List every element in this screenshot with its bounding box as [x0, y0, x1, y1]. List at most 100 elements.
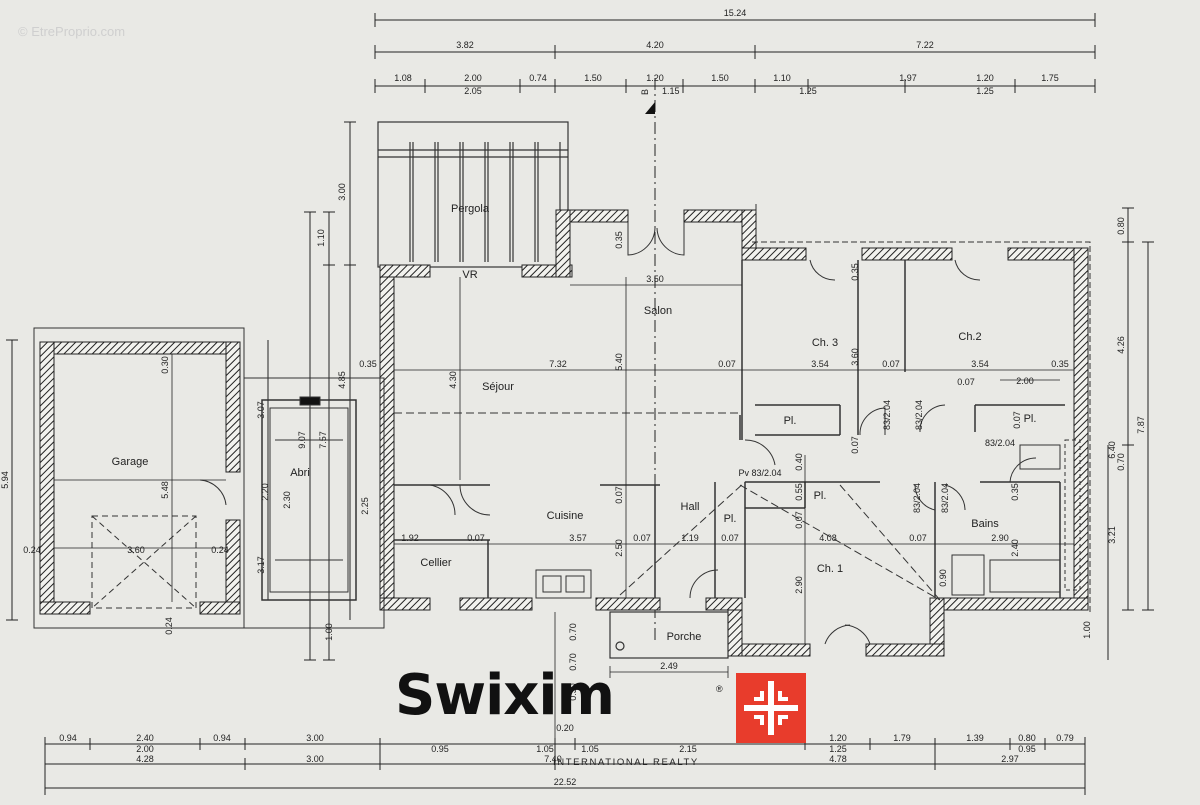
- dim-right-lower: 3.21: [1107, 526, 1117, 544]
- garage: [33, 327, 245, 629]
- svg-text:0.07: 0.07: [882, 359, 900, 369]
- room-label-porche: Porche: [667, 631, 702, 643]
- door-swings: [429, 222, 1037, 645]
- svg-text:0.95: 0.95: [431, 744, 449, 754]
- svg-text:0.35: 0.35: [614, 231, 624, 249]
- house-walls: [379, 209, 1089, 657]
- svg-text:0.30: 0.30: [160, 356, 170, 374]
- svg-text:0.94: 0.94: [59, 733, 77, 743]
- svg-text:83/2.04: 83/2.04: [882, 400, 892, 430]
- svg-text:3.57: 3.57: [569, 533, 587, 543]
- dim-top-3h: 1.97: [899, 73, 917, 83]
- svg-text:0.55: 0.55: [794, 483, 804, 501]
- svg-text:83/2.04: 83/2.04: [912, 483, 922, 513]
- dim-right-upper: 4.26: [1116, 336, 1126, 354]
- room-label-sejour: Séjour: [482, 381, 514, 393]
- svg-text:3.00: 3.00: [306, 733, 324, 743]
- svg-text:1.05: 1.05: [581, 744, 599, 754]
- svg-text:7.32: 7.32: [549, 359, 567, 369]
- watermark: © EtreProprio.com: [18, 24, 126, 39]
- dim-top-2c: 7.22: [916, 40, 934, 50]
- svg-text:0.95: 0.95: [1018, 744, 1036, 754]
- overall-width-top: 15.24: [724, 8, 747, 18]
- room-label-hall: Hall: [681, 501, 700, 513]
- svg-text:Pv 83/2.04: Pv 83/2.04: [738, 468, 781, 478]
- svg-text:0.07: 0.07: [850, 436, 860, 454]
- dim-pergola-depth: 3.00: [337, 183, 347, 201]
- room-label-pl-1: Pl.: [784, 415, 797, 427]
- svg-text:83/2.04: 83/2.04: [985, 438, 1015, 448]
- svg-text:5.40: 5.40: [614, 353, 624, 371]
- room-label-cuisine: Cuisine: [547, 510, 584, 522]
- svg-text:0.24: 0.24: [164, 617, 174, 635]
- svg-text:0.24: 0.24: [211, 545, 229, 555]
- svg-text:2.15: 2.15: [679, 744, 697, 754]
- svg-text:2.90: 2.90: [991, 533, 1009, 543]
- bottom-dimension-lines: [44, 737, 1086, 795]
- svg-text:1.25: 1.25: [829, 744, 847, 754]
- roof-outline: [752, 241, 1091, 612]
- svg-text:4.28: 4.28: [136, 754, 154, 764]
- dim-top-3c: 0.74: [529, 73, 547, 83]
- svg-text:5.48: 5.48: [160, 481, 170, 499]
- dim-top-3m: 1.25: [976, 86, 994, 96]
- section-marker: B 1.15: [640, 78, 680, 640]
- dim-garage-total: 5.94: [0, 471, 10, 489]
- dim-top-2b: 4.20: [646, 40, 664, 50]
- svg-text:7.57: 7.57: [318, 431, 328, 449]
- svg-text:2.00: 2.00: [1016, 376, 1034, 386]
- svg-text:0.80: 0.80: [1018, 733, 1036, 743]
- svg-text:0.07: 0.07: [633, 533, 651, 543]
- svg-text:4.78: 4.78: [829, 754, 847, 764]
- svg-text:2.97: 2.97: [1001, 754, 1019, 764]
- left-dimension-lines: [6, 121, 356, 661]
- svg-text:0.07: 0.07: [614, 486, 624, 504]
- svg-text:2.25: 2.25: [360, 497, 370, 515]
- svg-text:2.00: 2.00: [136, 744, 154, 754]
- interior-partitions: [394, 260, 1065, 598]
- svg-text:4.30: 4.30: [448, 371, 458, 389]
- svg-text:0.94: 0.94: [213, 733, 231, 743]
- room-label-pl-4: Pl.: [724, 513, 737, 525]
- dim-top-3b: 2.00: [464, 73, 482, 83]
- room-label-cellier: Cellier: [420, 557, 452, 569]
- dim-right-top: 0.80: [1116, 217, 1126, 235]
- svg-text:7.40: 7.40: [544, 754, 562, 764]
- svg-text:1.19: 1.19: [681, 533, 699, 543]
- svg-text:3.50: 3.50: [646, 274, 664, 284]
- svg-text:0.35: 0.35: [1051, 359, 1069, 369]
- svg-text:4.08: 4.08: [819, 533, 837, 543]
- svg-text:83/2.04: 83/2.04: [940, 483, 950, 513]
- svg-text:0.79: 0.79: [1056, 733, 1074, 743]
- interior-dimension-labels: 7.32 4.30 3.50 0.35 5.40 3.54 3.60 3.54 …: [23, 231, 1069, 701]
- dim-top-3g: 1.10: [773, 73, 791, 83]
- room-label-ch3: Ch. 3: [812, 337, 838, 349]
- right-dimension-lines: [1107, 207, 1154, 660]
- porche: [609, 611, 729, 659]
- dim-top-3l: 1.25: [799, 86, 817, 96]
- svg-text:2.40: 2.40: [1010, 539, 1020, 557]
- dim-top-3j: 1.75: [1041, 73, 1059, 83]
- svg-text:1.39: 1.39: [966, 733, 984, 743]
- svg-text:2.40: 2.40: [136, 733, 154, 743]
- svg-text:0.35: 0.35: [850, 263, 860, 281]
- svg-text:1.92: 1.92: [401, 533, 419, 543]
- svg-text:83/2.04: 83/2.04: [914, 400, 924, 430]
- overall-width-bottom: 22.52: [554, 777, 577, 787]
- room-label-pl-3: Pl.: [814, 490, 827, 502]
- room-label-abri: Abri: [290, 467, 310, 479]
- dim-top-3i: 1.20: [976, 73, 994, 83]
- svg-text:0.30: 0.30: [568, 683, 578, 701]
- svg-text:0.20: 0.20: [556, 723, 574, 733]
- svg-text:3.54: 3.54: [811, 359, 829, 369]
- svg-text:2.30: 2.30: [282, 491, 292, 509]
- dim-top-3f: 1.50: [711, 73, 729, 83]
- svg-text:1.20: 1.20: [829, 733, 847, 743]
- room-label-bains: Bains: [971, 518, 999, 530]
- top-dimension-lines: [374, 13, 1096, 93]
- swiss-arrows-icon: [736, 673, 806, 743]
- dim-right-total2: 0.70: [1116, 453, 1126, 471]
- svg-text:0.40: 0.40: [794, 453, 804, 471]
- room-label-ch1: Ch. 1: [817, 563, 843, 575]
